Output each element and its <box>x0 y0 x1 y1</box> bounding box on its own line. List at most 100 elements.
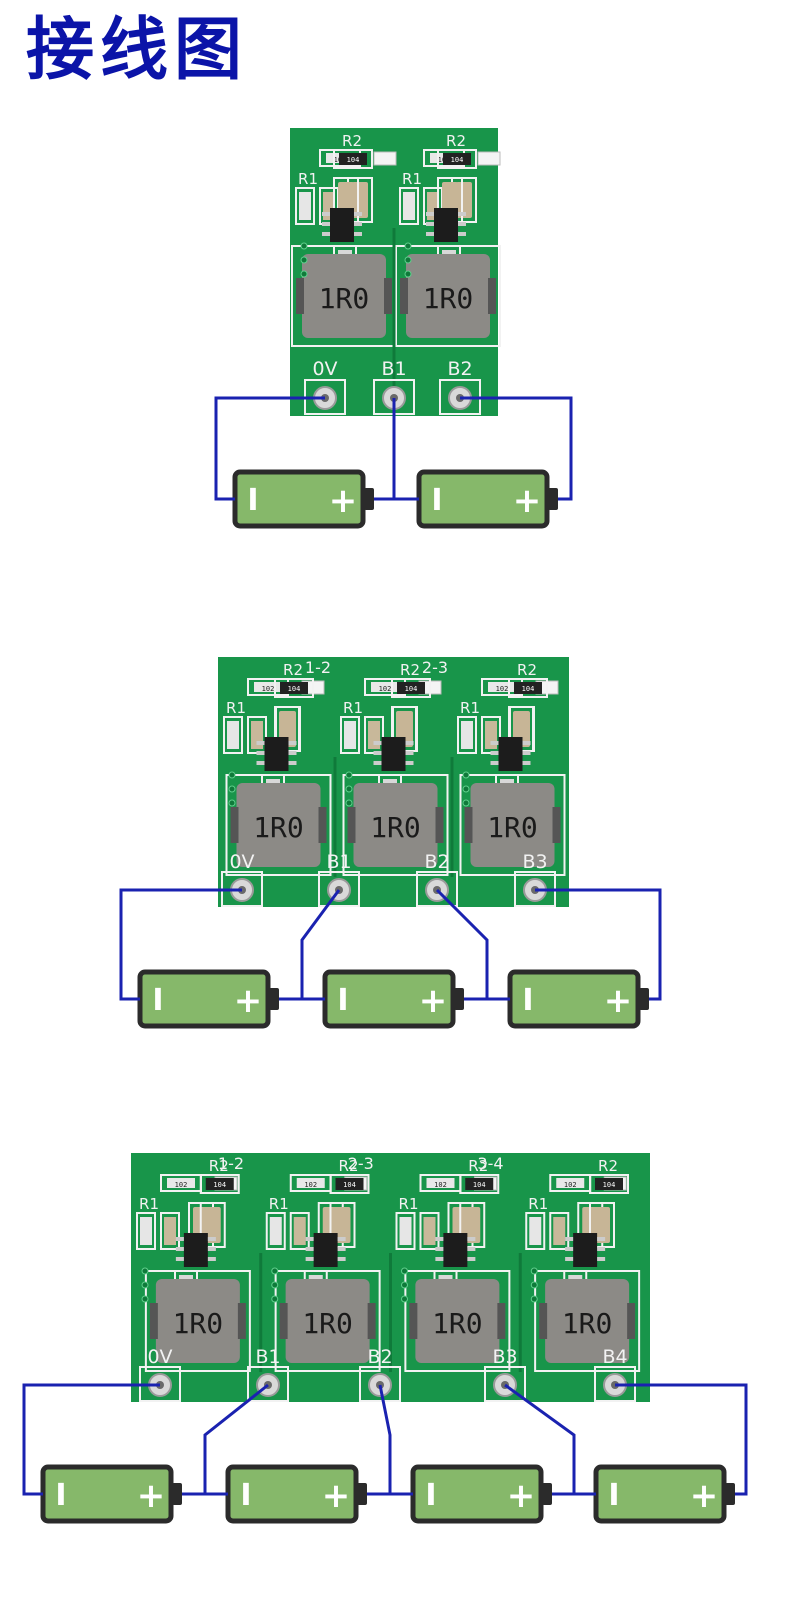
pad-label-b2: B2 <box>447 358 472 380</box>
battery-terminal <box>172 1483 182 1505</box>
r2-label: R2 <box>342 132 362 150</box>
r2-outline <box>199 1174 240 1194</box>
r2-label: R2 <box>517 661 537 679</box>
battery: I+ <box>137 969 279 1029</box>
capacitor <box>553 1217 566 1245</box>
capacitor <box>352 182 368 218</box>
resistor <box>488 682 516 692</box>
ic-pin <box>467 1257 476 1261</box>
inductor-terminal <box>464 807 473 843</box>
inductor <box>155 1279 240 1363</box>
wire-0v <box>119 888 242 1001</box>
ic-pin <box>288 741 297 745</box>
r1-label: R1 <box>269 1195 289 1213</box>
r2-outline <box>391 678 431 698</box>
battery: I+ <box>232 469 374 529</box>
via <box>530 1267 538 1275</box>
r2-outline <box>437 149 477 169</box>
r2-code: 104 <box>213 1181 226 1189</box>
battery-negative-symbol: I <box>431 483 442 518</box>
r1-label: R1 <box>343 699 363 717</box>
r1-resistor <box>140 1217 152 1245</box>
r2-resistor <box>397 682 425 694</box>
wire-0v <box>22 1383 160 1496</box>
resistor-code: 102 <box>379 685 392 693</box>
ic-pin <box>597 1247 606 1251</box>
pad-outline <box>318 871 360 907</box>
r1-resistor <box>461 721 473 749</box>
r1-outline <box>399 187 419 225</box>
section-label: 1-2 <box>218 1154 244 1173</box>
wire-b3 <box>535 888 662 1001</box>
r1-resistor <box>344 721 356 749</box>
inductor-outline <box>342 774 449 876</box>
inductor-label: 1R0 <box>432 1307 483 1340</box>
inductor-label: 1R0 <box>302 1307 353 1340</box>
r1-label: R1 <box>460 699 480 717</box>
inductor <box>236 783 321 867</box>
inductor <box>406 254 490 338</box>
ic-pin <box>337 1247 346 1251</box>
inductor-outline <box>459 774 566 876</box>
battery: I+ <box>410 1464 552 1524</box>
r2-code: 104 <box>603 1181 616 1189</box>
via <box>271 1295 279 1303</box>
wire-b3 <box>504 1383 576 1494</box>
ic-pin <box>426 222 434 226</box>
r1-outline <box>340 716 360 754</box>
via <box>462 785 470 793</box>
pad-outline <box>416 871 458 907</box>
ic-pin <box>337 1257 346 1261</box>
cap-outline <box>289 1212 310 1250</box>
r1-resistor <box>399 1217 412 1245</box>
ic-pin <box>405 751 414 755</box>
battery-positive-symbol: + <box>513 481 542 521</box>
via <box>228 771 236 779</box>
capacitor <box>456 182 472 218</box>
capacitor <box>164 1217 176 1245</box>
inductor-terminal <box>367 1303 376 1339</box>
inductor-terminal <box>627 1303 636 1339</box>
resistor <box>426 1178 455 1188</box>
inductor-terminal <box>409 1303 418 1339</box>
ic-pin <box>426 212 434 216</box>
r1-resistor <box>403 192 415 220</box>
via <box>141 1281 149 1289</box>
ic-pin <box>354 222 362 226</box>
battery-negative-symbol: I <box>608 1478 619 1513</box>
ic-pin <box>522 741 531 745</box>
inductor-label: 1R0 <box>562 1307 613 1340</box>
inductor <box>285 1279 370 1363</box>
r2-outline <box>329 1174 370 1194</box>
battery-terminal <box>357 1483 367 1505</box>
r1-outline <box>295 187 315 225</box>
ic-chip <box>183 1233 208 1267</box>
pad-label-0v: 0V <box>147 1346 172 1368</box>
pad-outline <box>484 1366 526 1402</box>
r2-outline <box>508 678 548 698</box>
battery: I+ <box>416 469 558 529</box>
via <box>141 1267 149 1275</box>
via <box>404 256 412 264</box>
ic-pin <box>337 1237 346 1241</box>
ic-pin <box>458 212 466 216</box>
battery-terminal <box>364 488 374 510</box>
ic-pin <box>458 222 466 226</box>
r2-label: R2 <box>283 661 303 679</box>
ic-pin <box>435 1247 444 1251</box>
resistor <box>167 1178 195 1188</box>
ic-pin <box>207 1257 216 1261</box>
ic-pin <box>435 1237 444 1241</box>
inductor-terminal <box>400 278 408 314</box>
battery-negative-symbol: I <box>337 983 348 1018</box>
via <box>345 799 353 807</box>
inductor-terminal <box>347 807 356 843</box>
inductor <box>545 1279 630 1363</box>
via <box>300 256 308 264</box>
wire-b2 <box>435 888 489 999</box>
section-label: 3-4 <box>477 1154 503 1173</box>
r1-label: R1 <box>139 1195 159 1213</box>
inductor-terminal <box>497 1303 506 1339</box>
via <box>530 1281 538 1289</box>
ic-pin <box>522 751 531 755</box>
